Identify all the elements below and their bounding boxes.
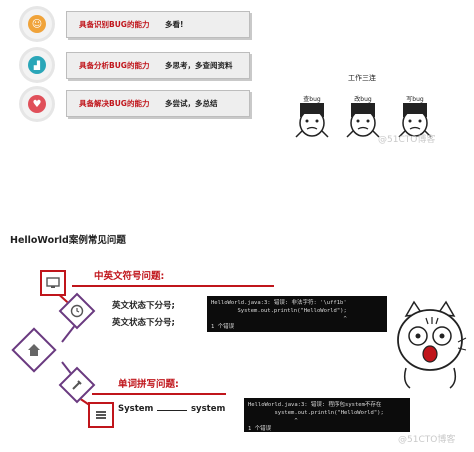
skill-desc: 多尝试，多总结 bbox=[165, 99, 218, 108]
face-label: 查bug bbox=[303, 96, 321, 103]
face-label: 写bug bbox=[406, 96, 424, 103]
faces-title: 工作三连 bbox=[348, 74, 376, 82]
face-item: 改bug bbox=[343, 94, 383, 143]
divider bbox=[92, 393, 226, 395]
home-icon bbox=[11, 327, 57, 373]
problem1-title: 中英文符号问题: bbox=[94, 271, 165, 282]
watermark: @51CTO博客 bbox=[398, 435, 456, 445]
problem2-right: system bbox=[191, 404, 226, 414]
gear-badge: ☺ bbox=[22, 9, 52, 39]
monitor-icon bbox=[40, 270, 66, 296]
console-output-1: HelloWorld.java:3: 错误: 非法字符: '\uff1b' Sy… bbox=[207, 296, 387, 332]
skill-box: 具备解决BUG的能力 多尝试，多总结 bbox=[66, 90, 250, 117]
chart-icon: ▟ bbox=[28, 56, 46, 74]
skill-title: 具备识别BUG的能力 bbox=[79, 20, 150, 29]
divider bbox=[72, 285, 274, 287]
problem2-left: System bbox=[118, 404, 154, 414]
console-output-2: HelloWorld.java:3: 错误: 程序包system不存在 syst… bbox=[244, 398, 410, 432]
skill-box: 具备识别BUG的能力 多看! bbox=[66, 11, 250, 38]
gear-badge: ▟ bbox=[22, 50, 52, 80]
heart-icon: ♥ bbox=[28, 95, 46, 113]
problem1-line1: 英文状态下分号; bbox=[112, 301, 175, 311]
watermark: @51CTO博客 bbox=[378, 135, 436, 145]
skill-box: 具备分析BUG的能力 多思考，多查阅资料 bbox=[66, 52, 250, 79]
skill-title: 具备分析BUG的能力 bbox=[79, 61, 150, 70]
section-title: HelloWorld案例常见问题 bbox=[10, 235, 126, 246]
arrow-line bbox=[157, 410, 187, 411]
meme-face-image bbox=[346, 103, 380, 138]
cat-mascot-image bbox=[397, 300, 467, 389]
face-item: 写bug bbox=[395, 94, 435, 143]
problem1-line2: 英文状态下分号; bbox=[112, 318, 175, 328]
stack-icon bbox=[88, 402, 114, 428]
face-label: 改bug bbox=[354, 96, 372, 103]
gear-badge: ♥ bbox=[22, 89, 52, 119]
skill-desc: 多看! bbox=[165, 20, 184, 29]
meme-face-image bbox=[398, 103, 432, 138]
problem2-title: 单词拼写问题: bbox=[118, 379, 179, 390]
clock-icon bbox=[58, 292, 96, 330]
skill-title: 具备解决BUG的能力 bbox=[79, 99, 150, 108]
meme-face-image bbox=[295, 103, 329, 138]
skill-desc: 多思考，多查阅资料 bbox=[165, 61, 233, 70]
smile-icon: ☺ bbox=[28, 15, 46, 33]
face-item: 查bug bbox=[292, 94, 332, 143]
tools-icon bbox=[58, 366, 96, 404]
